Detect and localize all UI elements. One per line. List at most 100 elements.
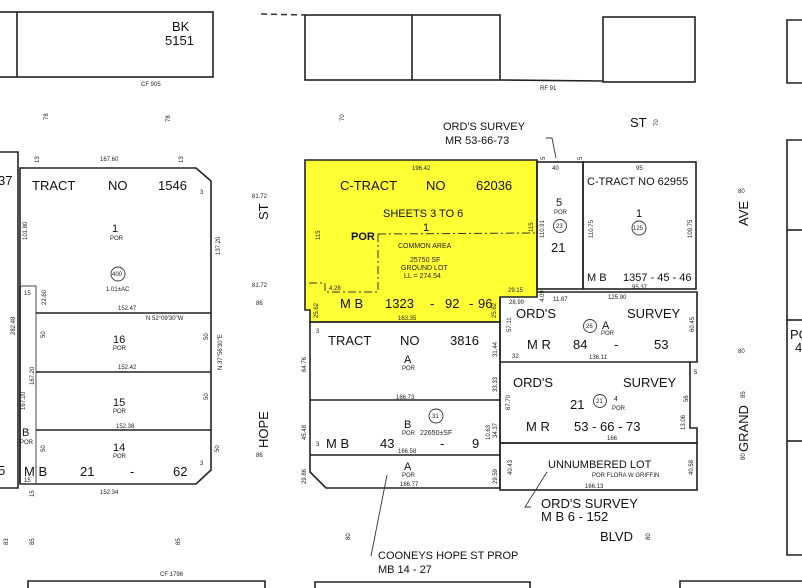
- map-book-ref: -: [430, 296, 434, 311]
- dimension: 196.42: [412, 166, 431, 172]
- map-book-ref: 1323: [385, 296, 414, 311]
- right-lot-number: 4: [795, 340, 802, 355]
- left-lot-number: 5: [0, 463, 5, 478]
- dimension: 60.45: [690, 316, 696, 332]
- dimension: 5: [694, 370, 698, 376]
- dimension: 166.58: [398, 449, 417, 455]
- dimension: 64.76: [302, 356, 308, 372]
- dimension: 67.70: [506, 394, 512, 410]
- street-width: 70: [654, 119, 660, 126]
- dimension: 29.86: [302, 468, 308, 484]
- dimension: 29.59: [493, 468, 499, 484]
- dimension: 50: [204, 393, 210, 400]
- ords-survey-21[interactable]: ORD'S SURVEY 5 21 21 4 POR 67.70 56 13.0…: [499, 362, 698, 444]
- parcel-circle: [593, 394, 607, 408]
- dimension: 31.44: [493, 341, 499, 357]
- dimension: 166: [607, 436, 618, 442]
- dimension: 110.75: [589, 219, 595, 238]
- dimension: 95: [636, 166, 643, 172]
- ll-label: LL = 274.54: [404, 273, 441, 280]
- dimension: 57.11: [507, 317, 513, 332]
- dimension: 3: [200, 461, 204, 467]
- area-label: 1.01±AC: [106, 287, 130, 293]
- street-labels: 78 78 70 ST 70 81.72 ST 81.72 86 HOPE 86…: [4, 113, 751, 545]
- parcel-number: 31: [432, 414, 439, 420]
- dimension: 15: [24, 478, 31, 484]
- tract-1546[interactable]: TRACT NO 1546 167.60 13 13 3 3 101.80 13…: [11, 156, 224, 497]
- bearing: N 52°09'30"W: [146, 316, 184, 322]
- street-grand: GRAND: [736, 405, 751, 452]
- ords-survey-26[interactable]: 28.99 4.09 11.87 125.90 ORD'S SURVEY 26 …: [499, 290, 698, 363]
- dimension: 152.47: [118, 306, 137, 312]
- dimension: 29.15: [508, 288, 524, 294]
- tract-title: C-TRACT NO 62955: [587, 176, 688, 188]
- dimension: 25.62: [314, 302, 320, 318]
- parcel-number: 23: [556, 224, 563, 230]
- portion-label: POR: [20, 440, 34, 446]
- dimension: 95.37: [632, 285, 648, 291]
- left-lot-number: 37: [0, 173, 12, 188]
- lot-number: B: [22, 427, 29, 439]
- street-width: 80: [738, 189, 745, 195]
- map-book-ref: M B: [326, 436, 349, 451]
- dimension: 166.13: [585, 484, 604, 490]
- street-width: 85: [741, 391, 747, 398]
- parcel-number: 400: [112, 272, 123, 278]
- portion-label: POR: [351, 231, 375, 243]
- unnumbered-lot[interactable]: UNNUMBERED LOT POR FLORA W GRIFFIN 40.43…: [499, 442, 698, 491]
- dimension: 50: [215, 445, 221, 452]
- map-book-ref: 62: [173, 464, 187, 479]
- owner-label: POR FLORA W GRIFFIN: [592, 473, 659, 479]
- dimension: 163.35: [398, 316, 417, 322]
- dimension: 25.62: [492, 302, 498, 318]
- map-record-ref: M R: [527, 337, 551, 352]
- portion-label: POR: [110, 236, 124, 242]
- dimension: 40: [552, 166, 559, 172]
- tract-3816[interactable]: 3 TRACT NO 3816 A POR 64.76 31.44 33.33 …: [302, 321, 501, 489]
- dimension: 152.34: [100, 490, 119, 496]
- block-number: 21: [551, 240, 565, 255]
- map-book-ref: 1357 - 45 - 46: [623, 272, 692, 284]
- tract-title: TRACT: [328, 333, 371, 348]
- c-tract-62955[interactable]: 95 C-TRACT NO 62955 1 125 110.75 109.75 …: [582, 161, 697, 291]
- top-lot-b[interactable]: [602, 16, 696, 83]
- dimension: 115: [529, 222, 535, 232]
- lot-5[interactable]: 40 5 5 5 POR 23 21 110.91: [536, 156, 584, 290]
- tract-title: TRACT: [32, 178, 75, 193]
- left-edge-block: [0, 151, 19, 489]
- street-width: 85: [176, 538, 182, 545]
- area-label: 25750 SF: [410, 257, 440, 264]
- ords-survey-top-title: ORD'S SURVEY: [443, 121, 526, 133]
- dimension: 40.58: [689, 459, 695, 475]
- right-lot-label: PO: [790, 327, 802, 342]
- map-record-ref: 84: [573, 337, 587, 352]
- map-record-ref: 53: [654, 337, 668, 352]
- tract-number: 62036: [476, 178, 512, 193]
- dimension: 40.43: [508, 459, 514, 475]
- ords-label: ORD'S: [516, 306, 556, 321]
- dimension: 15: [30, 490, 36, 497]
- parcel-circle: [631, 220, 647, 236]
- portion-label: POR: [402, 431, 416, 437]
- dimension: 166.77: [400, 482, 419, 488]
- lot-number: 1: [112, 223, 118, 235]
- top-lot-a[interactable]: [304, 14, 501, 81]
- parcel-circle: [583, 319, 597, 333]
- top-blocks: BK 5151 CF 905 RF 91: [0, 11, 802, 92]
- street-width: 80: [738, 349, 745, 355]
- c-tract-62036[interactable]: 196.42 C-TRACT NO 62036 SHEETS 3 TO 6 1 …: [304, 159, 538, 323]
- map-record-ref: M R: [526, 419, 550, 434]
- ords-survey-bottom-title: ORD'S SURVEY: [541, 496, 638, 511]
- street-width: 78: [44, 113, 50, 120]
- survey-label: SURVEY: [627, 306, 681, 321]
- lot-title: UNNUMBERED LOT: [548, 459, 652, 471]
- lot-number: 1: [636, 208, 642, 220]
- portion-label: POR: [113, 346, 127, 352]
- block-bk-5151[interactable]: [0, 11, 214, 78]
- dimension: 4.09: [540, 290, 546, 302]
- parcel-number: 125: [633, 226, 644, 232]
- lot-number: 15: [113, 397, 125, 409]
- tract-no: NO: [426, 178, 446, 193]
- tract-title: C-TRACT: [340, 178, 397, 193]
- dimension: 4.28: [329, 286, 341, 292]
